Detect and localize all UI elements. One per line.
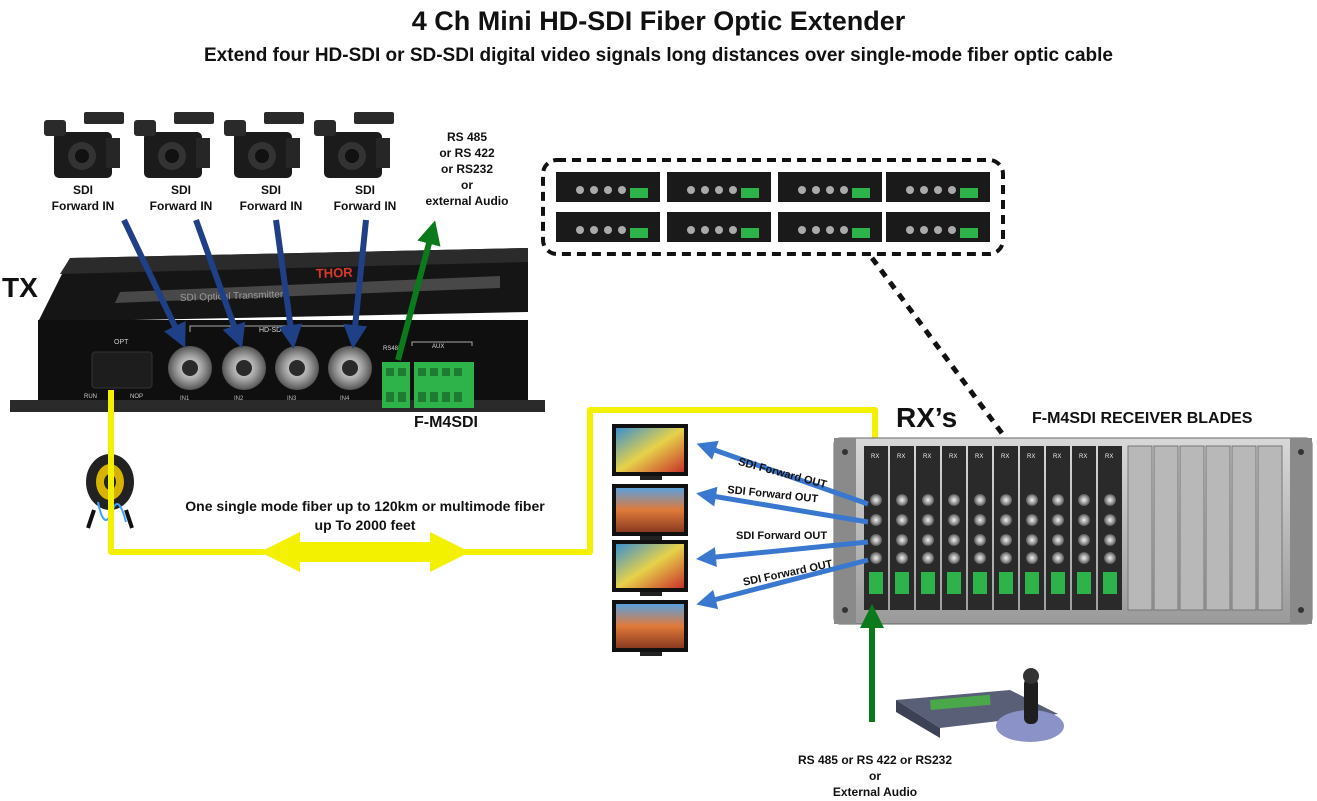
rack-slot-label: RX xyxy=(949,454,957,460)
rack-slot-label: RX xyxy=(975,454,983,460)
mini-receiver-group xyxy=(556,172,990,242)
output-arrow xyxy=(696,486,869,525)
camera-icon xyxy=(314,112,394,178)
tx-data-line: RS 485 xyxy=(446,130,488,144)
camera-group xyxy=(44,112,394,178)
tx-model-label: F-M4SDI xyxy=(414,414,478,431)
rx-data-label: RS 485 or RS 422 or RS232 or External Au… xyxy=(770,752,980,800)
camera-input-line2: Forward IN xyxy=(51,199,115,213)
camera-input-line1: SDI xyxy=(354,183,375,197)
mini-receiver-icon xyxy=(667,172,771,202)
rack-slot-label: RX xyxy=(1001,454,1009,460)
rack-slot-label: RX xyxy=(1079,454,1087,460)
receiver-units-box xyxy=(541,158,1005,256)
rack-slot-label: RX xyxy=(1053,454,1061,460)
monitor-icon xyxy=(612,540,688,596)
rack-slot-label: RX xyxy=(871,454,879,460)
mini-receiver-icon xyxy=(667,212,771,242)
input-arrow-group xyxy=(121,218,369,349)
tx-hdsdi-label: HD-SDI xyxy=(259,327,283,334)
tx-rs485-label: RS485 xyxy=(383,346,402,352)
receiver-rack xyxy=(833,437,1313,625)
rack-slot-label: RX xyxy=(923,454,931,460)
tx-data-label: RS 485 or RS 422 or RS232 or external Au… xyxy=(402,129,532,209)
tx-data-arrow xyxy=(395,220,441,361)
tx-input-label: IN3 xyxy=(287,396,297,402)
camera-input-line1: SDI xyxy=(260,183,281,197)
mini-receiver-icon xyxy=(778,172,882,202)
rx-data-line: External Audio xyxy=(832,785,918,799)
rx-data-line: or xyxy=(869,769,881,783)
monitor-icon xyxy=(612,484,688,540)
camera-input-line1: SDI xyxy=(72,183,93,197)
input-arrow xyxy=(343,219,369,349)
rack-slot-labels: RX RX RX RX RX RX RX RX RX RX xyxy=(871,454,1113,460)
fiber-double-arrow xyxy=(260,532,470,572)
rx-data-line: RS 485 or RS 422 or RS232 xyxy=(797,753,953,767)
fiber-description-line1: One single mode fiber up to 120km or mul… xyxy=(185,498,545,514)
rack-slot-label: RX xyxy=(897,454,905,460)
camera-input-label: SDI Forward IN xyxy=(226,182,316,214)
camera-icon xyxy=(44,112,124,178)
mini-receiver-icon xyxy=(556,212,660,242)
output-arrow xyxy=(696,539,869,567)
tx-run-label: RUN xyxy=(84,394,97,400)
camera-icon xyxy=(224,112,304,178)
camera-input-line2: Forward IN xyxy=(333,199,397,213)
mini-receiver-icon xyxy=(778,212,882,242)
output-arrow-group xyxy=(696,440,869,610)
tx-input-label: IN4 xyxy=(340,396,350,402)
tx-input-label: IN1 xyxy=(180,396,190,402)
diagram-subtitle: Extend four HD-SDI or SD-SDI digital vid… xyxy=(204,45,1113,66)
tx-data-line: external Audio xyxy=(425,194,509,208)
rx-label: RX’s xyxy=(896,402,958,433)
camera-icon xyxy=(134,112,214,178)
camera-input-line2: Forward IN xyxy=(149,199,213,213)
mini-receiver-icon xyxy=(556,172,660,202)
camera-input-label: SDI Forward IN xyxy=(320,182,410,214)
tx-face-label: SDI Optical Transmitter xyxy=(180,289,284,304)
camera-input-label: SDI Forward IN xyxy=(38,182,128,214)
rack-slot-label: RX xyxy=(1027,454,1035,460)
tx-opt-label: OPT xyxy=(114,339,129,346)
tx-nop-label: NOP xyxy=(130,394,143,400)
tx-data-line: or RS 422 xyxy=(439,146,495,160)
fiber-description: One single mode fiber up to 120km or mul… xyxy=(150,497,580,535)
camera-input-label: SDI Forward IN xyxy=(136,182,226,214)
fiber-description-line2: up To 2000 feet xyxy=(314,517,416,533)
mini-receiver-icon xyxy=(886,212,990,242)
camera-input-line2: Forward IN xyxy=(239,199,303,213)
monitor-icon xyxy=(612,600,688,656)
monitor-group xyxy=(612,424,688,656)
diagram-title: 4 Ch Mini HD-SDI Fiber Optic Extender xyxy=(411,6,906,36)
tx-aux-label: AUX xyxy=(432,344,444,350)
output-arrow xyxy=(696,440,869,507)
tx-input-label: IN2 xyxy=(234,396,244,402)
joystick-controller-icon xyxy=(896,668,1064,742)
input-arrow xyxy=(121,218,186,348)
tx-label: TX xyxy=(2,272,38,303)
input-arrow xyxy=(273,219,303,349)
tx-data-line: or xyxy=(461,178,473,192)
dotted-link xyxy=(869,256,1007,438)
tx-data-line: or RS232 xyxy=(440,162,494,176)
rack-slot-label: RX xyxy=(1105,454,1113,460)
output-label: SDI Forward OUT xyxy=(736,530,828,542)
output-arrow xyxy=(696,557,869,610)
tx-brand-label: THOR xyxy=(316,265,354,281)
fiber-path xyxy=(108,390,878,555)
mini-receiver-icon xyxy=(886,172,990,202)
input-arrow xyxy=(193,218,246,349)
receiver-blades-label: F-M4SDI RECEIVER BLADES xyxy=(1032,410,1253,427)
camera-input-line1: SDI xyxy=(170,183,191,197)
monitor-icon xyxy=(612,424,688,480)
